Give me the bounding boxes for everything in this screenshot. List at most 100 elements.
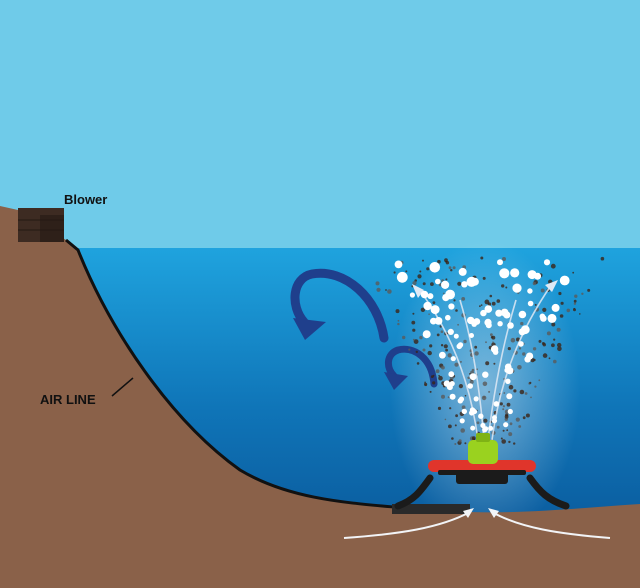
air-bubble: [458, 396, 465, 402]
air-bubble: [491, 418, 498, 424]
sediment-particle: [587, 288, 591, 292]
sediment-particle: [566, 308, 571, 313]
sediment-particle: [493, 362, 496, 365]
air-bubble: [559, 275, 570, 286]
sediment-particle: [496, 425, 500, 429]
sediment-particle: [441, 394, 445, 399]
sediment-particle: [572, 271, 575, 274]
sediment-particle: [506, 429, 509, 432]
sediment-particle: [429, 344, 433, 348]
sediment-particle: [484, 299, 490, 305]
air-bubble: [527, 288, 533, 294]
sediment-particle: [491, 301, 496, 306]
sediment-particle: [513, 389, 517, 393]
sediment-particle: [573, 302, 577, 305]
plume-arrowhead-right: [545, 280, 558, 292]
sediment-particle: [437, 406, 442, 410]
air-bubble: [551, 303, 560, 312]
air-bubble: [470, 277, 479, 286]
sediment-particle: [445, 348, 448, 352]
sediment-particle: [574, 294, 578, 298]
sediment-particle: [387, 289, 392, 294]
sediment-particle: [546, 331, 551, 336]
sediment-particle: [519, 389, 525, 395]
air-bubble: [527, 270, 537, 280]
air-bubble: [458, 267, 467, 276]
sediment-particle: [581, 292, 584, 295]
air-bubble: [429, 262, 441, 273]
sediment-particle: [548, 357, 551, 360]
sediment-particle: [449, 407, 452, 410]
sediment-particle: [534, 385, 537, 388]
sediment-particle: [476, 421, 480, 425]
sediment-particle: [438, 375, 443, 381]
air-bubble: [461, 281, 468, 288]
air-bubble: [497, 321, 503, 327]
sediment-particle: [469, 373, 471, 375]
air-bubble: [497, 259, 503, 266]
sediment-particle: [397, 319, 400, 322]
sediment-particle: [525, 413, 530, 418]
air-bubble: [467, 316, 475, 325]
sediment-particle: [445, 260, 448, 263]
sediment-particle: [432, 301, 436, 304]
sediment-particle: [500, 437, 503, 440]
sediment-particle: [508, 384, 514, 390]
sediment-particle: [502, 429, 505, 432]
sediment-particle: [499, 402, 503, 406]
sediment-particle: [454, 424, 457, 427]
sediment-particle: [542, 307, 547, 312]
sediment-particle: [422, 282, 426, 286]
air-bubble: [499, 268, 510, 279]
air-bubble: [492, 349, 499, 355]
sediment-particle: [529, 381, 532, 384]
sediment-particle: [422, 348, 426, 352]
air-bubble: [449, 381, 455, 387]
sediment-particle: [483, 418, 488, 423]
sediment-particle: [510, 337, 516, 343]
sediment-particle: [417, 274, 422, 279]
sediment-particle: [469, 379, 474, 384]
sediment-particle: [375, 281, 380, 286]
sediment-particle: [412, 281, 417, 286]
sediment-particle: [541, 342, 545, 345]
sediment-particle: [517, 365, 522, 370]
sediment-particle: [454, 362, 459, 367]
soil-bank: [0, 206, 640, 588]
sediment-particle: [482, 276, 486, 280]
air-bubble: [459, 418, 465, 424]
air-bubble: [470, 425, 476, 431]
sediment-particle: [376, 287, 381, 292]
sediment-particle: [402, 335, 406, 340]
sky: [0, 0, 640, 250]
sediment-particle: [520, 321, 524, 326]
sediment-particle: [516, 337, 520, 342]
air-bubble: [420, 290, 429, 299]
sediment-particle: [502, 405, 505, 408]
air-bubble: [512, 283, 522, 293]
sediment-particle: [451, 437, 454, 440]
air-bubble: [473, 396, 479, 402]
air-bubble: [430, 305, 440, 315]
sediment-particle: [515, 417, 520, 422]
sediment-particle: [436, 333, 440, 337]
air-bubble: [484, 305, 493, 313]
air-bubble: [505, 378, 511, 384]
sediment-particle: [490, 336, 494, 339]
sediment-particle: [600, 256, 605, 261]
sediment-particle: [426, 267, 430, 271]
air-bubble: [543, 259, 551, 266]
sediment-particle: [513, 442, 516, 445]
air-bubble: [394, 260, 403, 269]
sediment-particle: [427, 350, 432, 356]
sediment-particle: [395, 309, 400, 314]
sediment-particle: [435, 369, 440, 374]
sediment-particle: [524, 392, 528, 395]
aerator-icon: [392, 433, 570, 514]
sediment-particle: [447, 353, 452, 358]
sediment-particle: [443, 344, 448, 349]
sediment-particle: [530, 396, 532, 399]
sediment-particle: [463, 339, 467, 344]
sediment-particle: [496, 299, 501, 303]
air-bubble: [488, 425, 494, 431]
